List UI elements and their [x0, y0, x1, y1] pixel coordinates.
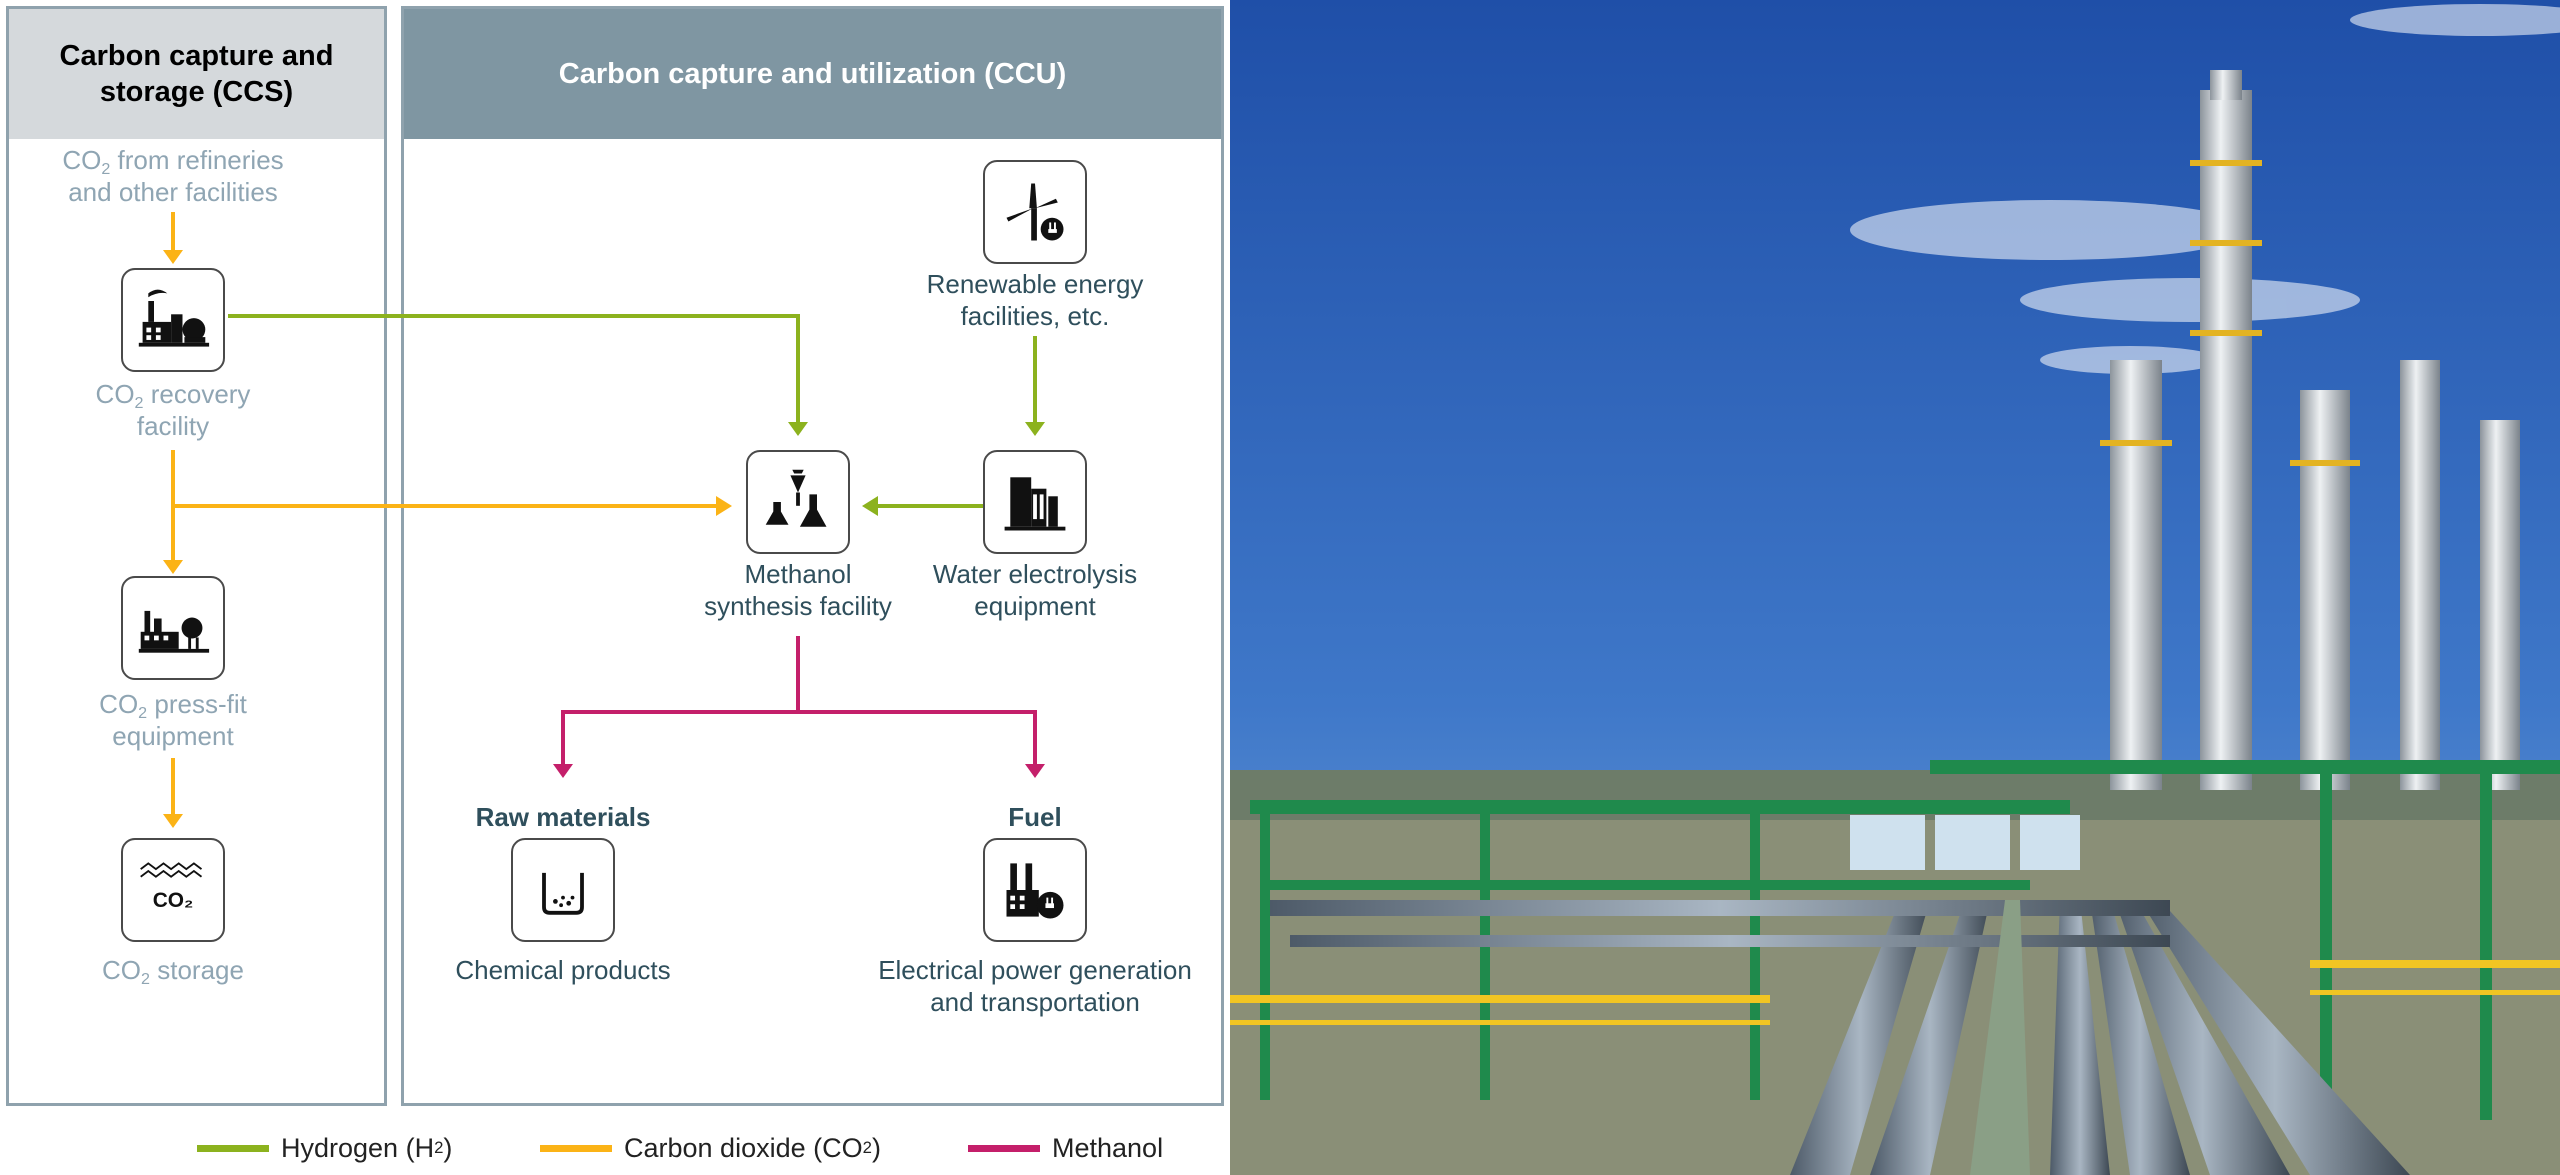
lab-flask-icon — [746, 450, 850, 554]
electrolysis-plant-icon — [983, 450, 1087, 554]
ccu-panel-title: Carbon capture and utilization (CCU) — [404, 9, 1221, 139]
legend-swatch-methanol — [968, 1144, 1040, 1152]
legend-methanol: Methanol — [968, 1128, 1163, 1168]
power-plug-factory-icon — [983, 838, 1087, 942]
methanol-arrow-split — [561, 710, 1037, 766]
underground-storage-icon: CO₂ — [121, 838, 225, 942]
beaker-icon — [511, 838, 615, 942]
co2-storage-label: CO2 storage — [102, 955, 244, 988]
flow-arrows — [163, 212, 1045, 828]
wind-turbine-icon — [983, 160, 1087, 264]
fuel-heading: Fuel — [1008, 802, 1062, 832]
h2-arrow-recovery-to-methanol — [228, 314, 800, 424]
raw-materials-heading: Raw materials — [475, 802, 651, 832]
legend-swatch-hydrogen — [197, 1144, 269, 1152]
chemical-products-label: Chemical products — [455, 955, 671, 985]
ccs-ccu-diagram: Carbon capture and storage (CCS) Carbon … — [0, 0, 1230, 1175]
industrial-plant-icon — [121, 576, 225, 680]
refinery-photo — [1230, 0, 2560, 1175]
storage-icon-text: CO₂ — [153, 889, 194, 912]
legend-swatch-co2 — [540, 1144, 612, 1152]
factory-icon — [121, 268, 225, 372]
ccs-panel-title: Carbon capture and storage (CCS) — [9, 9, 384, 139]
